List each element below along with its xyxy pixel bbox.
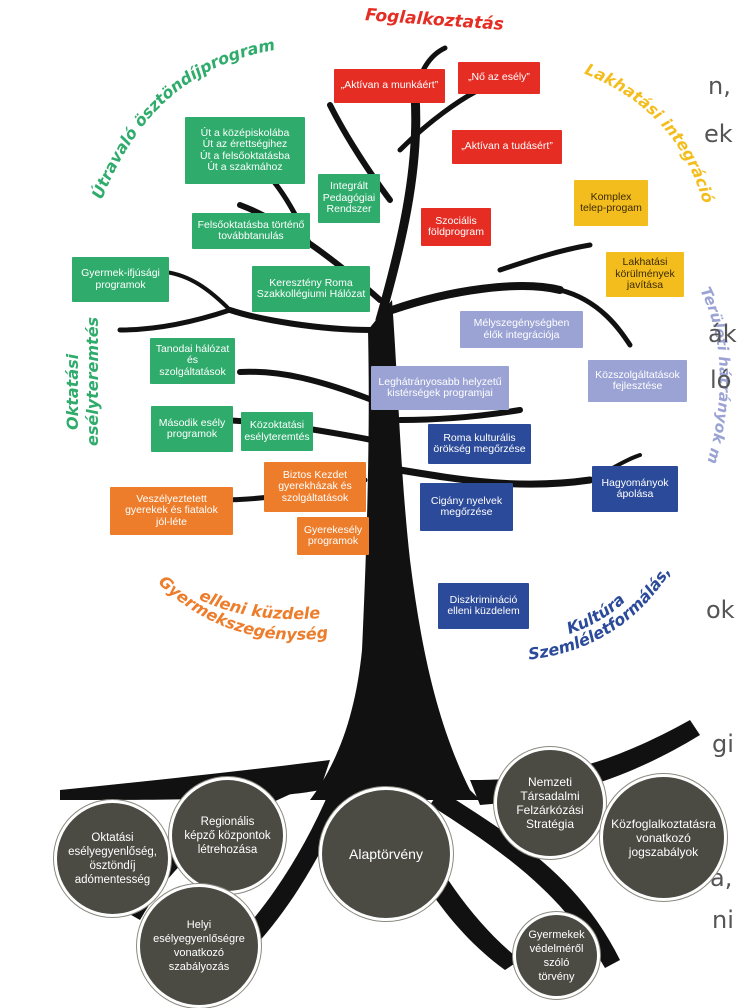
box-cigany: Cigány nyelvek megőrzése bbox=[420, 483, 513, 531]
box-diszkriminacio: Diszkrimináció elleni küzdelem bbox=[438, 583, 529, 629]
box-gyermek-ifjusagi: Gyermek-ifjúsági programok bbox=[72, 257, 169, 302]
root-gyermekek: Gyermekek védelméről szóló törvény bbox=[516, 915, 597, 996]
box-kereszteny: Keresztény Roma Szakkollégiumi Hálózat bbox=[252, 266, 370, 312]
root-oktatasi: Oktatási esélyegyenlőség, ösztöndíj adóm… bbox=[57, 803, 168, 914]
box-roma-kulturalis: Roma kulturális örökség megőrzése bbox=[428, 424, 531, 464]
box-biztos-kezdet: Biztos Kezdet gyerekházak és szolgáltatá… bbox=[264, 462, 366, 512]
root-alaptorveny: Alaptörvény bbox=[322, 790, 450, 918]
box-veszelyeztetett: Veszélyeztetett gyerekek és fiatalok jól… bbox=[110, 487, 233, 535]
edge-text-6: gi bbox=[712, 730, 734, 758]
box-hagyomanyok: Hagyományok ápolása bbox=[592, 466, 678, 512]
box-ut-a: Út a középiskolába Út az érettségihez Út… bbox=[185, 117, 305, 184]
box-leghatranyosabb: Leghátrányosabb helyzetű kistérségek pro… bbox=[371, 366, 509, 410]
edge-text-3: ák bbox=[708, 320, 737, 348]
edge-text-8: ni bbox=[712, 906, 734, 934]
root-helyi: Helyi esélyegyenlőségre vonatkozó szabál… bbox=[140, 887, 258, 1005]
box-kozszolgaltatas: Közszolgáltatások fejlesztése bbox=[588, 360, 687, 402]
box-no-esely: „Nő az esély” bbox=[458, 62, 540, 94]
root-regionalis: Regionális képző központok létrehozása bbox=[172, 780, 283, 891]
box-felsooktatas: Felsőoktatásba történő továbbtanulás bbox=[192, 213, 310, 249]
label-education-2: esélyteremtés bbox=[83, 317, 102, 446]
root-kozfoglalkoztatas: Közfoglalkoztatásra vonatkozó jogszabály… bbox=[603, 777, 724, 898]
box-masodik-esely: Második esély programok bbox=[151, 406, 233, 452]
box-integralt: Integrált Pedagógiai Rendszer bbox=[318, 174, 380, 223]
box-gyerekesely: Gyerekesély programok bbox=[297, 517, 369, 555]
edge-text-2: ek bbox=[704, 120, 733, 148]
edge-text-4: ló bbox=[710, 366, 732, 394]
label-employment: Foglalkoztatás bbox=[365, 5, 505, 35]
box-melyszegeny: Mélyszegénységben élők integrációja bbox=[460, 311, 583, 348]
box-tanodai: Tanodai hálózat és szolgáltatások bbox=[150, 338, 235, 384]
edge-text-7: a, bbox=[710, 864, 733, 892]
box-aktivan-munka: „Aktívan a munkáért” bbox=[334, 69, 445, 103]
box-szocialis-fold: Szociális földprogram bbox=[421, 208, 491, 246]
box-komplex: Komplex telep-progam bbox=[574, 180, 648, 226]
edge-text-5: ok bbox=[706, 596, 735, 624]
edge-text-1: n, bbox=[708, 72, 731, 100]
label-education-1: Oktatási bbox=[63, 353, 82, 430]
root-nemzeti: Nemzeti Társadalmi Felzárkózási Stratégi… bbox=[497, 750, 603, 856]
box-aktivan-tudas: „Aktívan a tudásért” bbox=[452, 130, 562, 164]
box-lakhatasi: Lakhatási körülmények javítása bbox=[606, 252, 684, 297]
box-kozoktatasi: Közoktatási esélyteremtés bbox=[241, 412, 313, 451]
